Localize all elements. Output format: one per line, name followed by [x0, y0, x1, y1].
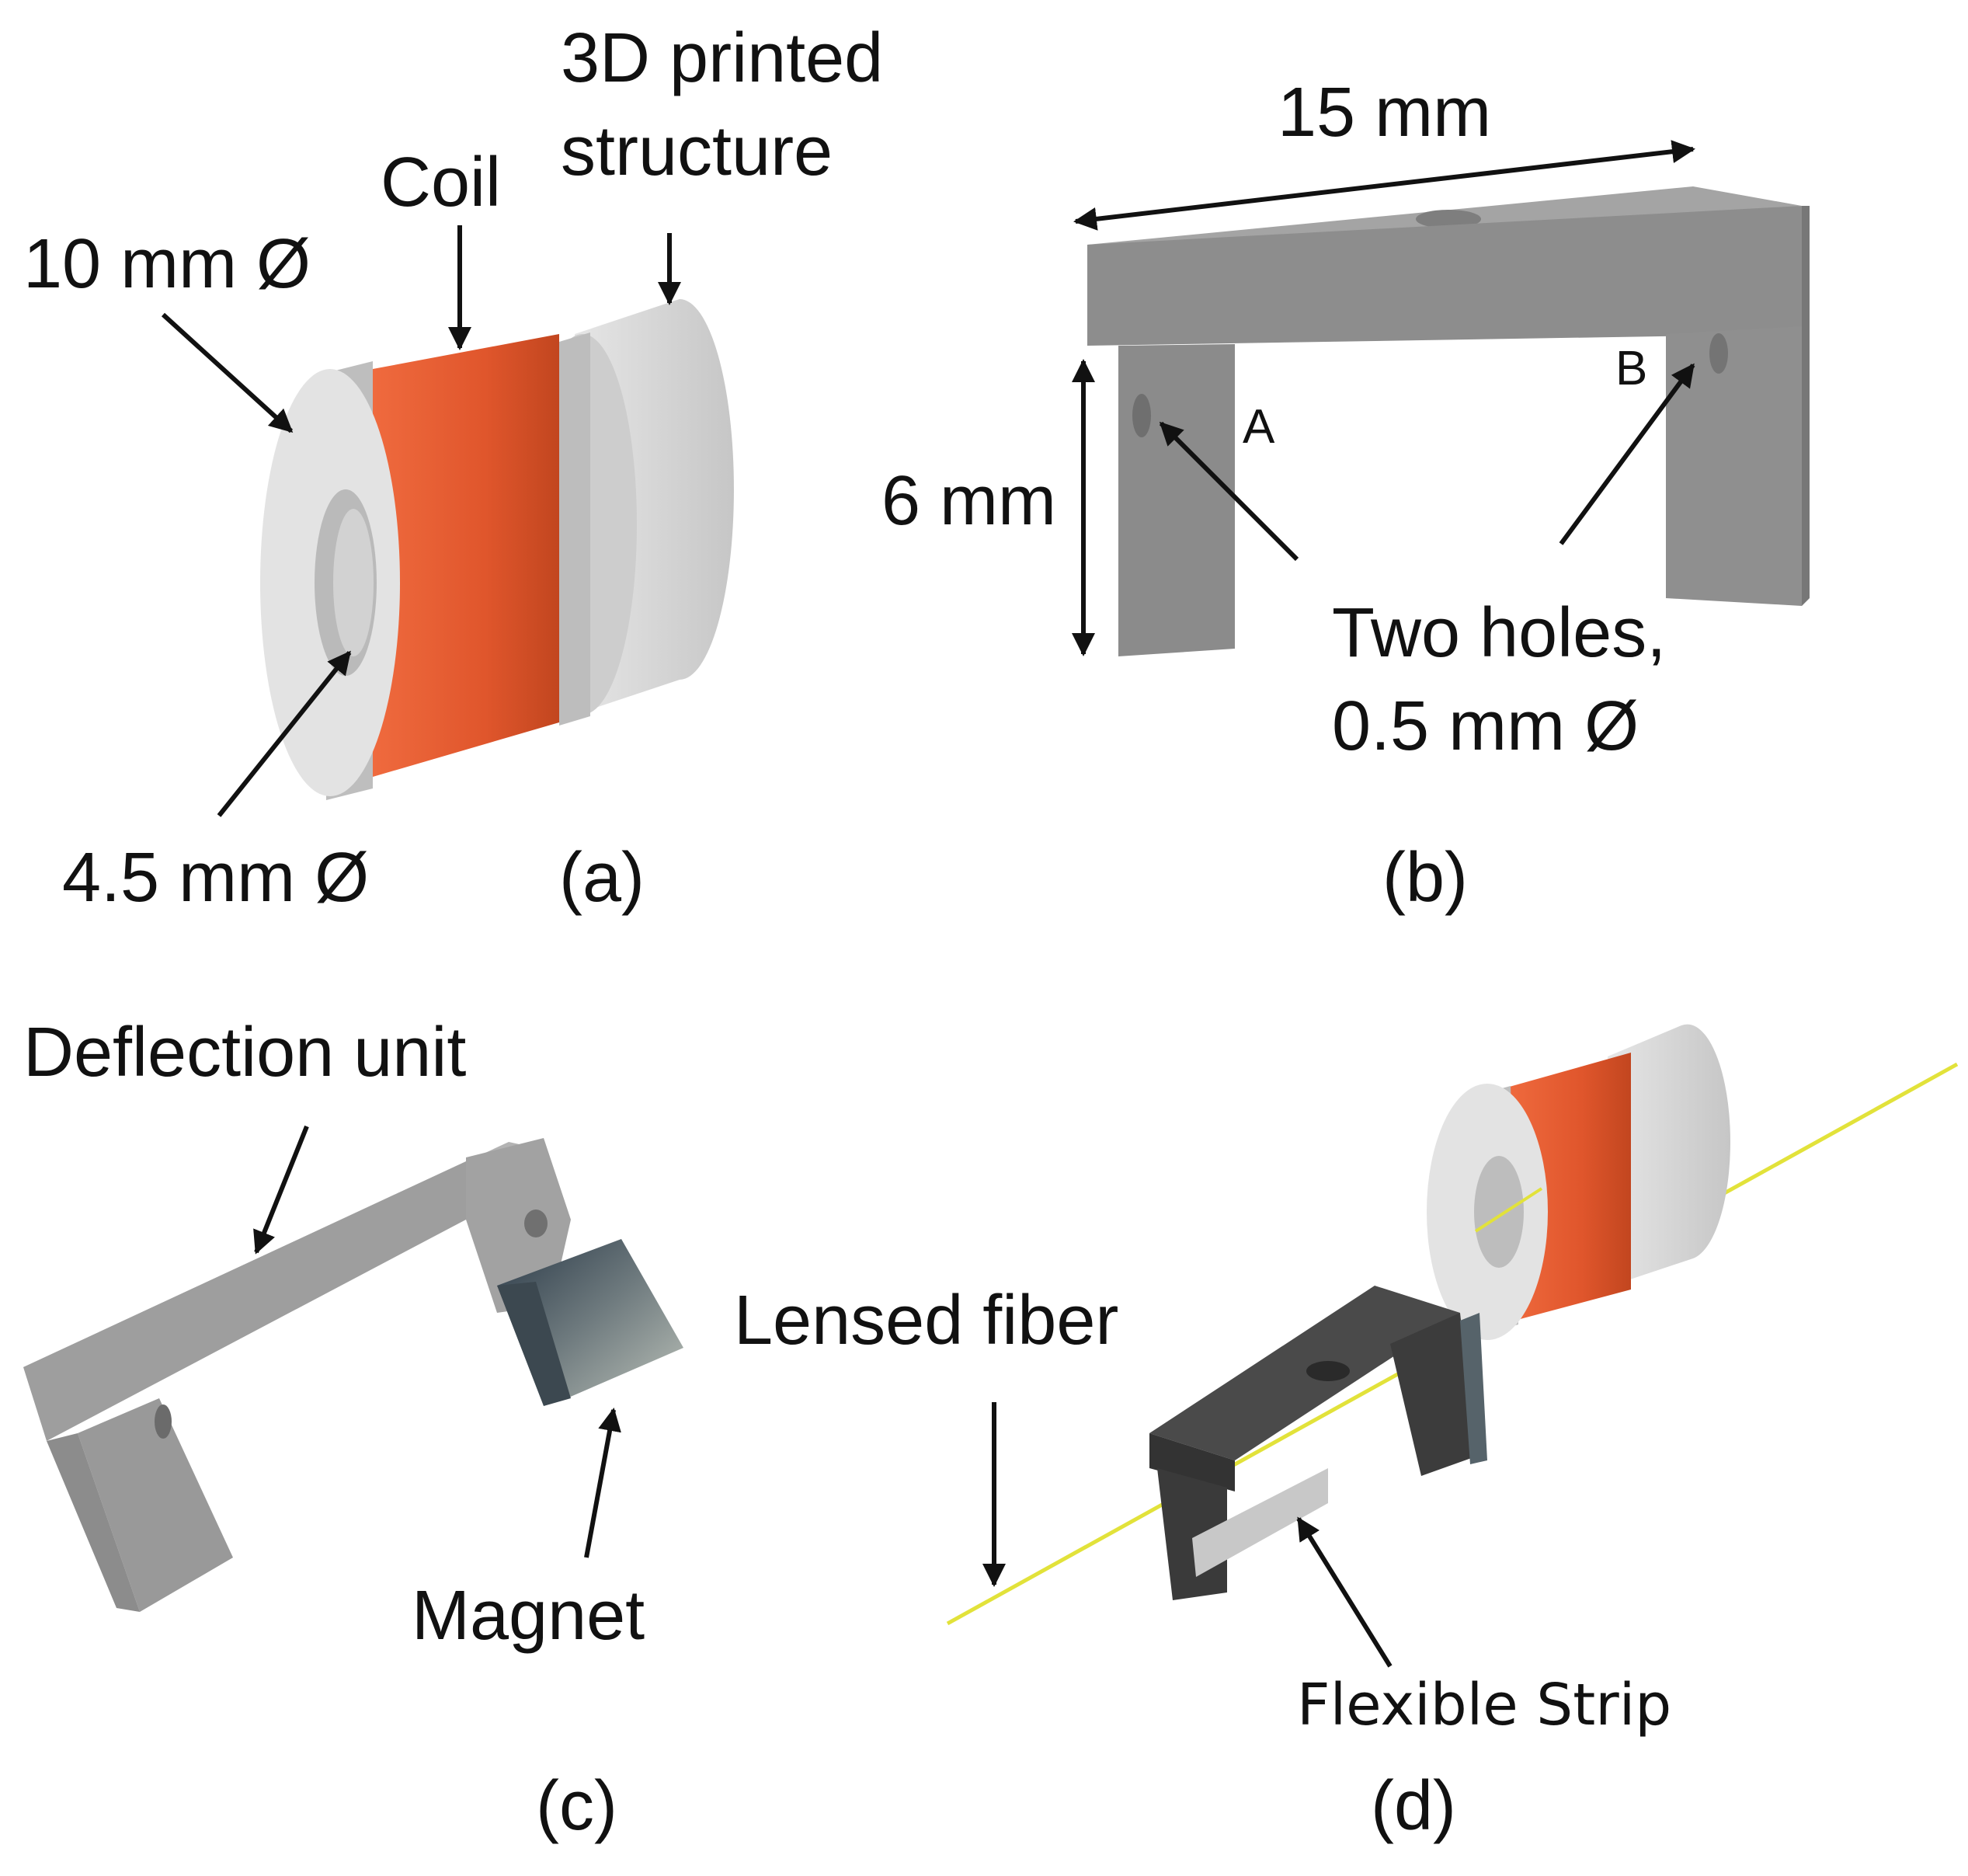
flexible-strip-label: Flexible Strip	[1297, 1672, 1671, 1739]
panel-c: Deflection unit Magnet (c)	[23, 1014, 683, 1845]
width-dimension-arrow	[1073, 140, 1695, 231]
magnet-front	[497, 1282, 571, 1406]
panel-d: Lensed fiber Flexible Strip (d)	[734, 1024, 1959, 1845]
d-bore-hole	[1474, 1156, 1524, 1268]
coil-label: Coil	[381, 144, 501, 221]
panel-b: 15 mm 6 mm A B Two holes, 0.5 mm Ø (b)	[881, 74, 1810, 917]
deflection-unit-arrow	[253, 1125, 309, 1255]
coil-flange	[559, 332, 590, 726]
d-rear-structure	[1608, 1024, 1731, 1282]
hole-b-arrow	[1559, 363, 1695, 545]
hole-a-label: A	[1243, 400, 1275, 454]
hole-a	[1132, 394, 1151, 437]
structure-label-line1: 3D printed	[561, 19, 883, 97]
d-bracket-top	[1149, 1286, 1460, 1460]
bracket-right-side	[1802, 206, 1810, 606]
bracket-left-leg	[1118, 344, 1235, 656]
bore-hole-shadow	[333, 509, 374, 656]
panel-b-caption: (b)	[1382, 839, 1468, 917]
flexible-strip	[1192, 1468, 1328, 1577]
inner-diameter-arrow	[217, 650, 352, 817]
deflection-unit-label: Deflection unit	[23, 1014, 466, 1091]
holes-label-line2: 0.5 mm Ø	[1332, 687, 1639, 765]
lensed-fiber-label: Lensed fiber	[734, 1282, 1118, 1359]
coil-assembly-a	[260, 299, 734, 800]
right-block-hole	[524, 1209, 548, 1237]
panel-a: 3D printed structure Coil 10 mm Ø 4.5 mm…	[23, 19, 883, 917]
magnet-label: Magnet	[412, 1577, 645, 1655]
d-fiber-through-bore	[1474, 1187, 1543, 1233]
panel-d-caption: (d)	[1371, 1767, 1456, 1845]
hole-b-label: B	[1615, 342, 1647, 395]
d-magnet-slit	[1460, 1313, 1487, 1464]
deflection-unit-c	[23, 1138, 683, 1612]
magnet-arrow	[584, 1408, 621, 1558]
beam-front-face	[23, 1161, 466, 1441]
beam-left-leg-side	[47, 1433, 140, 1612]
coil-assembly-d	[1427, 1024, 1731, 1340]
d-bracket-front	[1149, 1433, 1235, 1491]
d-bracket-top-hole	[1306, 1361, 1350, 1381]
bracket-right-leg	[1666, 326, 1802, 606]
inner-diameter-label: 4.5 mm Ø	[62, 839, 369, 917]
hole-b	[1709, 333, 1728, 374]
bracket-beam-front	[1087, 206, 1802, 346]
width-label: 15 mm	[1278, 74, 1491, 151]
beam-left-leg	[78, 1398, 233, 1612]
holes-label-line1: Two holes,	[1332, 594, 1666, 672]
deflection-bracket-b	[1087, 186, 1810, 656]
outer-diameter-arrow	[161, 312, 294, 433]
d-bracket-right-leg	[1390, 1313, 1476, 1476]
height-label: 6 mm	[881, 462, 1056, 540]
panel-a-caption: (a)	[559, 839, 645, 917]
flexible-strip-arrow	[1296, 1516, 1393, 1668]
left-leg-hole	[155, 1404, 172, 1439]
outer-diameter-label: 10 mm Ø	[23, 225, 311, 303]
panel-c-caption: (c)	[536, 1767, 617, 1845]
hole-a-arrow	[1159, 421, 1299, 562]
structure-label-line2: structure	[561, 113, 833, 190]
coil-winding	[373, 334, 559, 777]
